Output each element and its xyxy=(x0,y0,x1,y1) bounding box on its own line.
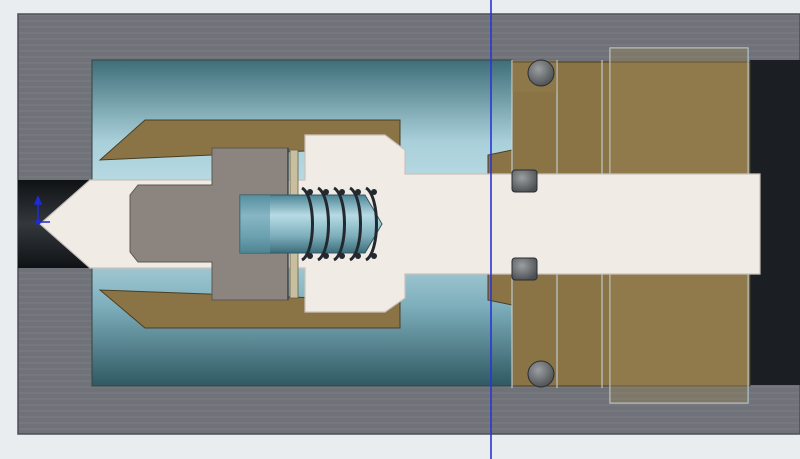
origin-triad-icon xyxy=(33,195,50,225)
spring-coil-end xyxy=(371,189,377,195)
spring-coil-end xyxy=(339,253,345,259)
spring-coil-end xyxy=(355,253,361,259)
oring-top[interactable] xyxy=(527,59,555,87)
spring-coil xyxy=(316,186,330,262)
spring-coil xyxy=(332,186,346,262)
spring-coil-end xyxy=(307,189,313,195)
spring-coil-end xyxy=(355,189,361,195)
screw-head xyxy=(240,195,270,253)
spring-coil-end xyxy=(307,253,313,259)
spring-coil xyxy=(348,186,362,262)
compression-spring[interactable] xyxy=(300,186,378,262)
stem-seal-bottom[interactable] xyxy=(511,257,538,281)
spring-coil-end xyxy=(339,189,345,195)
spring-coil xyxy=(300,186,314,262)
spring-coil xyxy=(364,186,378,262)
spring-coil-end xyxy=(323,189,329,195)
stem-seal-top[interactable] xyxy=(511,169,538,193)
oring-bottom[interactable] xyxy=(527,360,555,388)
spring-coil-end xyxy=(323,253,329,259)
spring-coil-end xyxy=(371,253,377,259)
